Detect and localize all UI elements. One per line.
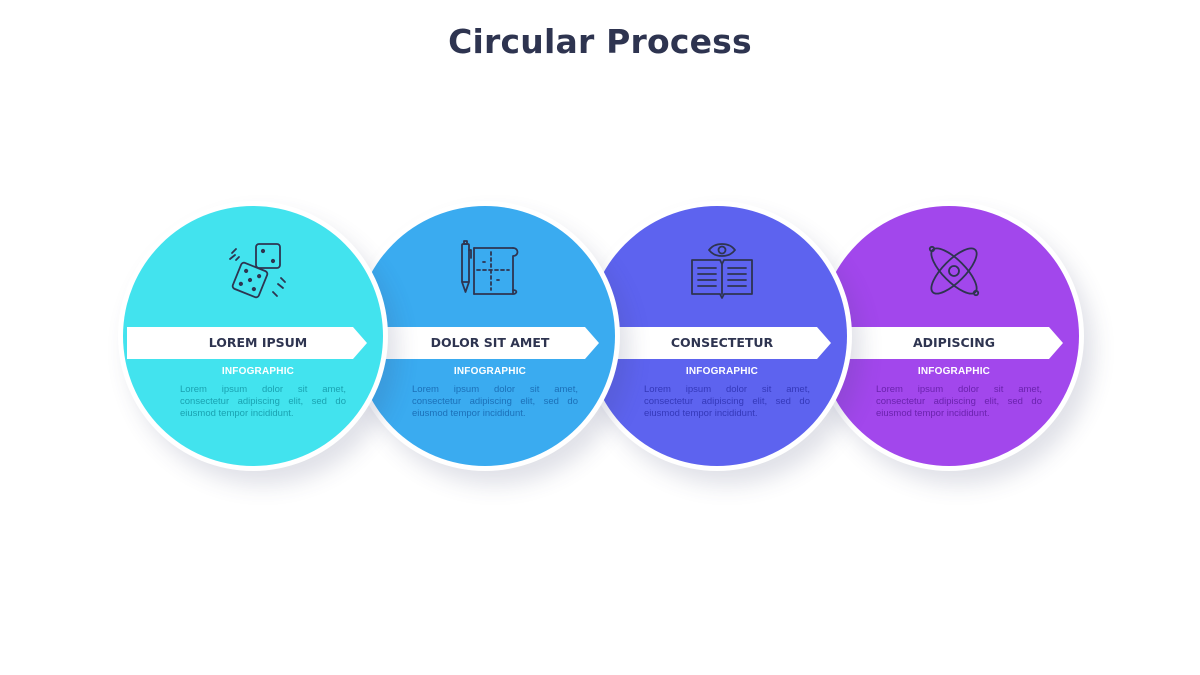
step-1-subtitle: INFOGRAPHIC [221, 366, 295, 377]
step-1-ribbon: LOREM IPSUM [127, 327, 367, 359]
atom-icon [919, 236, 989, 306]
process-step-3: CONSECTETUR INFOGRAPHIC Lorem ipsum dolo… [582, 201, 852, 471]
ribbon-arrow-shape [359, 327, 599, 359]
step-2-label: DOLOR SIT AMET [430, 335, 550, 350]
step-4-label: ADIPISCING [912, 335, 996, 350]
process-step-2: DOLOR SIT AMET INFOGRAPHIC Lorem ipsum d… [350, 201, 620, 471]
step-4-circle: ADIPISCING INFOGRAPHIC Lorem ipsum dolor… [819, 206, 1079, 466]
step-4-subtitle: INFOGRAPHIC [917, 366, 991, 377]
step-4-description: Lorem ipsum dolor sit amet, consectetur … [876, 384, 1042, 419]
step-2-circle: DOLOR SIT AMET INFOGRAPHIC Lorem ipsum d… [355, 206, 615, 466]
page-title: Circular Process [448, 22, 752, 61]
step-3-subtitle: INFOGRAPHIC [685, 366, 759, 377]
blueprint-pen-icon [455, 236, 525, 306]
step-3-ribbon: CONSECTETUR [591, 327, 831, 359]
step-2-subtitle: INFOGRAPHIC [453, 366, 527, 377]
ribbon-arrow-shape [127, 327, 367, 359]
step-1-label: LOREM IPSUM [208, 335, 308, 350]
book-eye-icon [687, 236, 757, 306]
ribbon-arrow-shape [823, 327, 1063, 359]
step-1-circle: LOREM IPSUM INFOGRAPHIC Lorem ipsum dolo… [123, 206, 383, 466]
step-3-circle: CONSECTETUR INFOGRAPHIC Lorem ipsum dolo… [587, 206, 847, 466]
dice-icon [223, 236, 293, 306]
ribbon-arrow-shape [591, 327, 831, 359]
step-3-label: CONSECTETUR [670, 335, 774, 350]
step-4-ribbon: ADIPISCING [823, 327, 1063, 359]
step-2-description: Lorem ipsum dolor sit amet, consectetur … [412, 384, 578, 419]
step-3-description: Lorem ipsum dolor sit amet, consectetur … [644, 384, 810, 419]
process-step-1: LOREM IPSUM INFOGRAPHIC Lorem ipsum dolo… [118, 201, 388, 471]
process-step-4: ADIPISCING INFOGRAPHIC Lorem ipsum dolor… [814, 201, 1084, 471]
step-1-description: Lorem ipsum dolor sit amet, consectetur … [180, 384, 346, 419]
step-2-ribbon: DOLOR SIT AMET [359, 327, 599, 359]
